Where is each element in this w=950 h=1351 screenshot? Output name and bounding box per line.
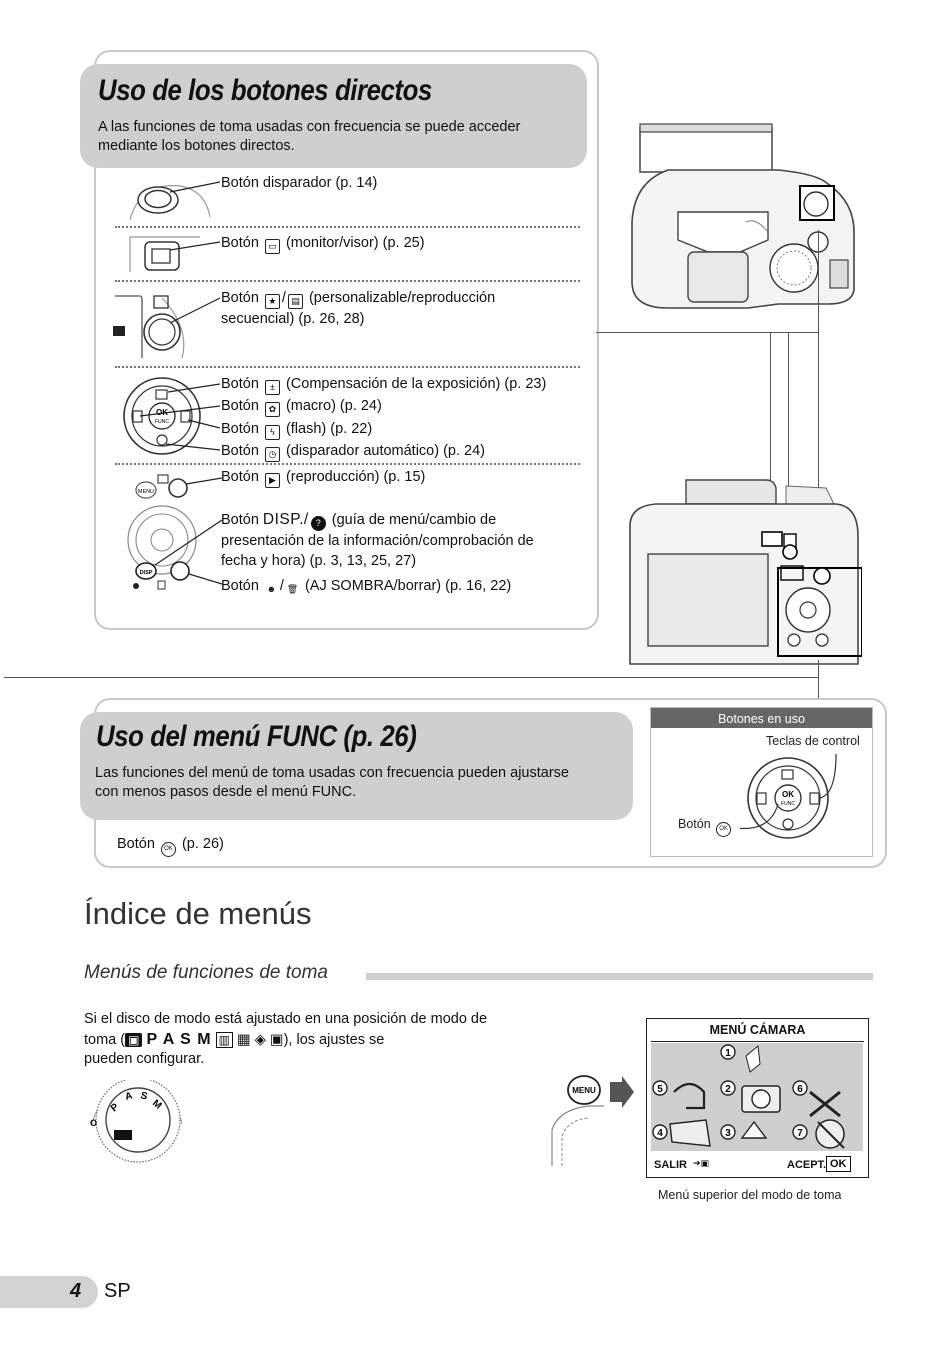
section-func-menu-description: Las funciones del menú de toma usadas co… — [95, 765, 569, 800]
svg-text:OK: OK — [782, 790, 794, 799]
camera-menu-footer: SALIR ➔▣ ACEPT. OK — [651, 1155, 863, 1175]
menu-number-7: 7 — [797, 1128, 803, 1139]
connector-line — [788, 332, 790, 552]
playback-disp-erase-illustration: MENU DISP — [127, 474, 222, 590]
monitor-button-label: Botón ▭ (monitor/visor) (p. 25) — [221, 233, 425, 254]
connector-line — [818, 332, 820, 572]
flash-button-label: Botón ϟ (flash) (p. 22) — [221, 419, 372, 440]
mode-dial-illustration: O P A S M — [90, 1080, 183, 1163]
shutter-button-illustration — [129, 181, 220, 221]
camera-menu-title: MENÚ CÁMARA — [651, 1019, 864, 1042]
svg-text:FUNC: FUNC — [155, 419, 169, 425]
section-separator — [4, 677, 818, 679]
divider — [115, 280, 580, 282]
arrow-pad-illustration: OK FUNC — [123, 377, 220, 455]
movie-mode-icon: ▣ — [269, 1031, 284, 1048]
connector-line — [596, 332, 818, 334]
macro-icon: ✿ — [264, 402, 280, 417]
self-timer-button-label: Botón ◷ (disparador automático) (p. 24) — [221, 441, 485, 462]
exposure-compensation-icon: ± — [264, 380, 280, 395]
menu-button-illustration: MENU — [551, 1075, 634, 1166]
macro-button-label: Botón ✿ (macro) (p. 24) — [221, 396, 382, 417]
help-icon: ? — [310, 516, 326, 531]
shadow-adjust-icon: ☻ — [266, 584, 277, 594]
ok-func-icon: OK — [160, 842, 176, 857]
svg-text:O: O — [90, 1118, 97, 1128]
divider — [115, 366, 580, 368]
divider — [115, 226, 580, 228]
my-mode-icon: ▥ — [215, 1031, 233, 1048]
playback-button-label: Botón ▶ (reproducción) (p. 15) — [221, 467, 425, 488]
page-number: 4 — [70, 1280, 82, 1302]
menu-index-title: Índice de menús — [84, 896, 312, 931]
subtitle-rule — [366, 973, 873, 980]
connector-line — [818, 660, 820, 700]
camera-menu-icons: 1 5 2 6 4 3 7 — [652, 1044, 845, 1149]
custom-button-label: Botón ★/▤ (personalizable/reproducción s… — [221, 290, 496, 327]
func-button-reference: Botón OK (p. 26) — [117, 834, 224, 857]
shadow-erase-button-label: Botón ☻/🗑 (AJ SOMBRA/borrar) (p. 16, 22) — [221, 578, 512, 594]
auto-mode-icon: ▣ — [125, 1032, 143, 1047]
monitor-icon: ▭ — [264, 239, 280, 254]
camera-menu-caption: Menú superior del modo de toma — [658, 1188, 842, 1202]
exit-label: SALIR — [654, 1159, 687, 1171]
language-code: SP — [104, 1280, 131, 1302]
section-func-menu-title: Uso del menú FUNC (p. 26) — [96, 720, 417, 753]
shutter-button-label: Botón disparador (p. 14) — [221, 175, 378, 191]
exposure-button-label: Botón ± (Compensación de la exposición) … — [221, 374, 546, 395]
section-direct-buttons-title: Uso de los botones directos — [98, 74, 432, 107]
playback-icon: ▶ — [264, 473, 280, 488]
menu-index-subtitle: Menús de funciones de toma — [84, 962, 328, 983]
camera-top-view-illustration — [631, 123, 855, 309]
control-pad-illustration: OK FUNC — [740, 754, 837, 839]
flash-icon: ϟ — [264, 425, 280, 440]
svg-text:DISP: DISP — [140, 570, 153, 576]
beauty-mode-icon: ◈ — [254, 1031, 266, 1048]
menu-number-6: 6 — [797, 1084, 803, 1095]
custom-button-illustration — [113, 295, 220, 359]
buttons-in-use-header: Botones en uso — [651, 708, 872, 728]
control-keys-label: Teclas de control — [766, 734, 860, 748]
ok-func-icon: OK — [716, 822, 732, 837]
menu-number-3: 3 — [725, 1128, 731, 1139]
section-direct-buttons-description: A las funciones de toma usadas con frecu… — [98, 119, 521, 154]
sequential-icon: ▤ — [287, 294, 303, 309]
menu-number-4: 4 — [657, 1128, 663, 1139]
menu-number-1: 1 — [725, 1048, 731, 1059]
monitor-button-illustration — [129, 236, 220, 272]
menu-mini-icon: ➔▣ — [693, 1158, 710, 1168]
ok-mini-icon: OK — [826, 1156, 851, 1172]
trash-icon: 🗑 — [286, 584, 299, 594]
scene-mode-icon: ▦ — [236, 1031, 251, 1048]
connector-line — [818, 230, 820, 333]
svg-text:OK: OK — [156, 408, 168, 417]
camera-rear-view-illustration — [629, 479, 862, 665]
func-button-label: Botón OK — [678, 817, 733, 837]
section-func-menu-header — [80, 712, 633, 820]
disp-button-label: Botón DISP./? (guía de menú/cambio de pr… — [221, 511, 534, 569]
connector-line — [770, 332, 772, 532]
section-direct-buttons-header — [80, 64, 587, 168]
accept-label: ACEPT. — [787, 1159, 827, 1171]
menu-index-paragraph: Si el disco de modo está ajustado en una… — [84, 1011, 488, 1067]
svg-text:MENU: MENU — [572, 1086, 596, 1095]
custom-icon: ★ — [264, 294, 280, 309]
svg-text:A: A — [124, 1090, 134, 1102]
svg-text:S: S — [139, 1090, 149, 1102]
page-footer-tab — [0, 1276, 98, 1308]
svg-text:MENU: MENU — [138, 489, 154, 495]
menu-number-5: 5 — [657, 1084, 663, 1095]
menu-number-2: 2 — [725, 1084, 731, 1095]
svg-text:FUNC: FUNC — [781, 801, 795, 807]
divider — [115, 463, 580, 465]
self-timer-icon: ◷ — [264, 447, 280, 462]
